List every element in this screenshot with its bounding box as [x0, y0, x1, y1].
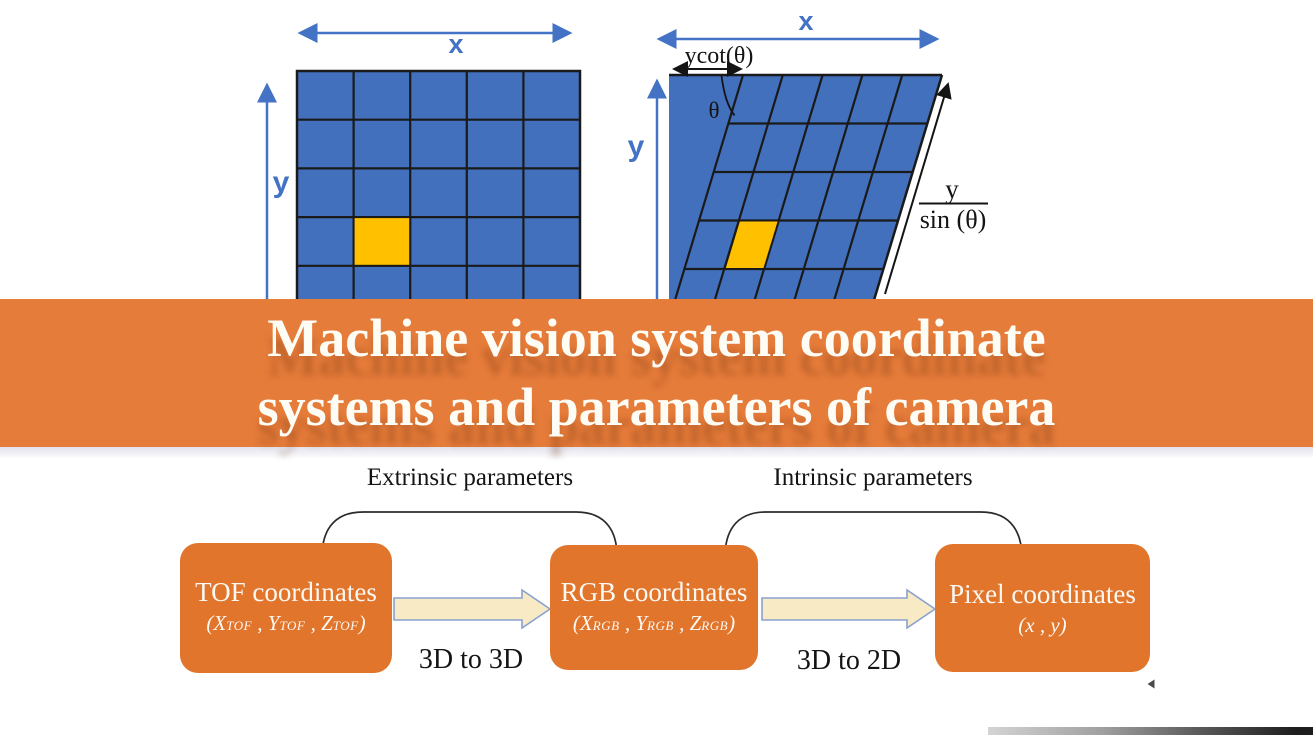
title-line-1: Machine vision system coordinate	[267, 308, 1046, 368]
arrow2-caption: 3D to 2D	[796, 645, 902, 676]
slant-height-fraction: y sin (θ)	[919, 174, 988, 234]
extrinsic-brace	[321, 511, 618, 558]
x-axis-label-sheared: x	[798, 6, 813, 36]
title-line-2: systems and parameters of camera	[257, 377, 1056, 437]
intrinsic-parameters-label: Intrinsic parameters	[773, 464, 973, 491]
pixel-coordinates-box: Pixel coordinates (x , y)	[935, 544, 1150, 672]
sheared-pixel-grid: x y ycot(θ) θ y sin (θ)	[628, 6, 988, 311]
pixel-box-title: Pixel coordinates	[949, 578, 1136, 609]
theta-angle-arc	[720, 75, 736, 117]
tof-box-subtitle: (XTOF , YTOF , ZTOF)	[206, 611, 366, 635]
highlighted-sheared-cell	[723, 219, 781, 270]
intrinsic-brace	[724, 511, 1023, 559]
theta-label: θ	[708, 98, 719, 123]
block-arrow-tof-to-rgb	[393, 588, 552, 630]
banner-drop-shadow	[0, 447, 1313, 459]
fraction-numerator: y	[945, 174, 959, 204]
x-axis-label: x	[448, 29, 463, 59]
y-axis-label-sheared: y	[628, 130, 645, 163]
bottom-gradient-bar	[988, 727, 1313, 735]
rgb-box-title: RGB coordinates	[560, 576, 748, 607]
square-pixel-grid: x y	[257, 23, 582, 316]
fraction-denominator: sin (θ)	[920, 205, 987, 234]
y-axis-label: y	[273, 166, 290, 199]
block-arrow-rgb-to-pixel	[761, 588, 937, 630]
small-left-triangle-mark	[1147, 679, 1155, 689]
pixel-box-subtitle: (x , y)	[1018, 612, 1067, 637]
extrinsic-parameters-label: Extrinsic parameters	[366, 464, 574, 491]
slant-height-arrow	[884, 82, 952, 295]
tof-box-title: TOF coordinates	[195, 577, 377, 607]
flow-connectors	[321, 511, 1155, 689]
highlighted-pixel-cell	[352, 216, 412, 267]
skew-offset-label: ycot(θ)	[685, 43, 754, 69]
title-banner: Machine vision system coordinate systems…	[0, 299, 1313, 447]
rgb-box-subtitle: (XRGB , YRGB , ZRGB)	[572, 610, 736, 635]
arrow1-caption: 3D to 3D	[418, 644, 524, 675]
tof-coordinates-box: TOF coordinates (XTOF , YTOF , ZTOF)	[180, 543, 392, 673]
rgb-coordinates-box: RGB coordinates (XRGB , YRGB , ZRGB)	[550, 545, 758, 670]
